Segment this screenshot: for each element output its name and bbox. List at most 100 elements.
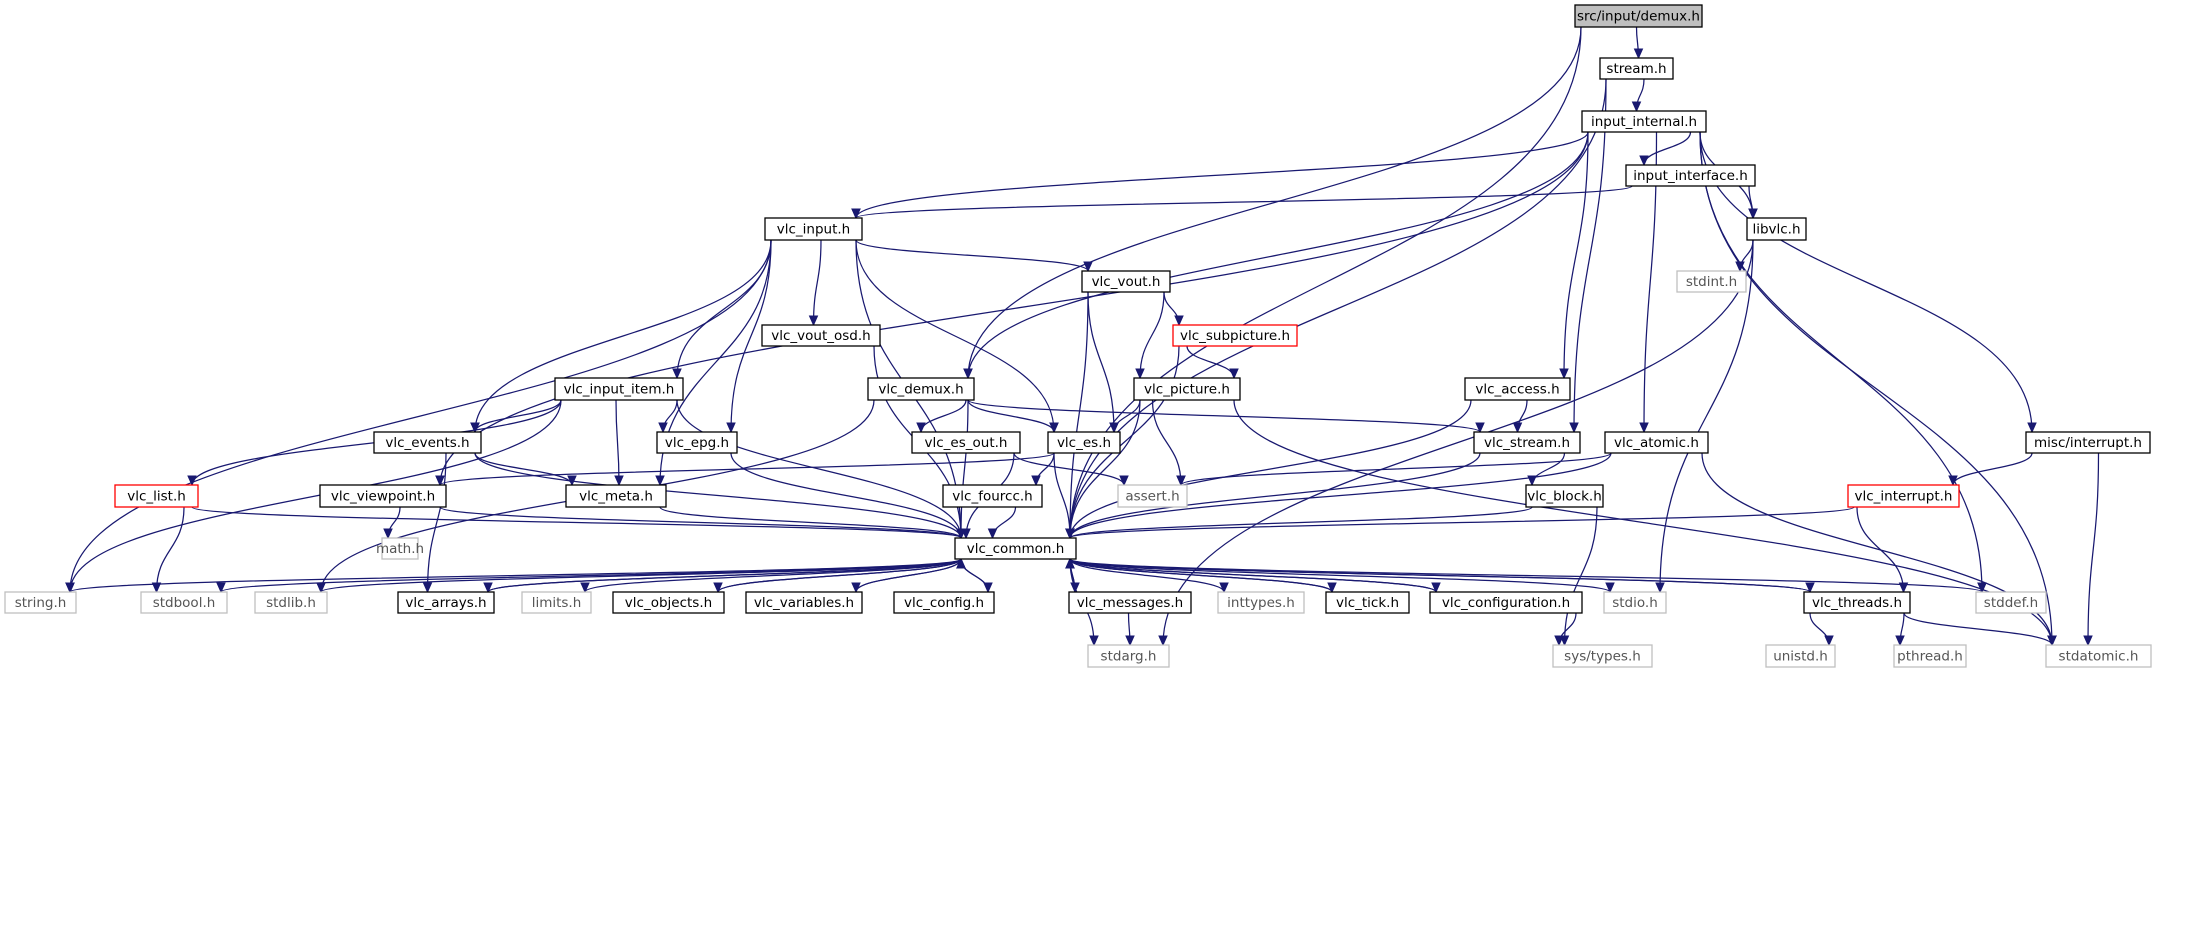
node-vlc-variables[interactable]: vlc_variables.h: [745, 591, 863, 614]
node-vlc-common[interactable]: vlc_common.h: [954, 537, 1077, 560]
edge-libvlc-to-stdio: [1659, 239, 1754, 593]
node-label: inttypes.h: [1227, 595, 1295, 611]
edge-vlc_vout-to-vlc_es: [1087, 291, 1115, 433]
node-label: stddef.h: [1984, 595, 2038, 611]
node-box: [140, 591, 228, 614]
node-box: [397, 591, 495, 614]
node-vlc-viewpoint[interactable]: vlc_viewpoint.h: [319, 484, 447, 508]
node-box: [1217, 591, 1305, 614]
node-box: [745, 591, 863, 614]
node-input-internal[interactable]: input_internal.h: [1581, 110, 1707, 133]
node-box: [4, 591, 77, 614]
node-misc-interrupt[interactable]: misc/interrupt.h: [2025, 431, 2151, 454]
edge-input_interface-to-vlc_input: [855, 185, 1633, 219]
arrowhead-vlc_atomic-to-assert: [1176, 475, 1186, 487]
edge-vlc_input_item-to-vlc_meta: [615, 399, 620, 486]
node-vlc-fourcc[interactable]: vlc_fourcc.h: [942, 484, 1043, 508]
node-vlc-demux[interactable]: vlc_demux.h: [867, 377, 975, 401]
node-label: stdint.h: [1686, 274, 1737, 290]
node-box: [1172, 324, 1298, 347]
node-box: [1464, 377, 1571, 401]
edge-vlc_events-to-vlc_arrays: [426, 452, 447, 593]
node-box: [764, 217, 863, 241]
node-box: [381, 537, 419, 560]
edge-vlc_threads-to-unistd: [1809, 612, 1830, 646]
edge-vlc_threads-to-stdatomic: [1903, 612, 2053, 646]
edge-vlc_picture-to-assert: [1151, 399, 1182, 486]
node-label: vlc_epg.h: [665, 435, 729, 451]
node-label: math.h: [376, 541, 424, 557]
node-vlc-interrupt[interactable]: vlc_interrupt.h: [1847, 484, 1960, 508]
node-vlc-threads[interactable]: vlc_threads.h: [1803, 591, 1911, 614]
edge-input_internal-to-vlc_demux: [967, 131, 1589, 379]
node-root[interactable]: src/input/demux.h: [1574, 4, 1703, 28]
node-libvlc[interactable]: libvlc.h: [1746, 217, 1807, 241]
edge-input_internal-to-misc_interrupt: [1699, 131, 2033, 433]
arrowhead-misc_interrupt-to-stdatomic: [2083, 635, 2093, 647]
arrowhead-vlc_common-to-limits: [580, 582, 590, 594]
node-vlc-tick[interactable]: vlc_tick.h: [1325, 591, 1410, 614]
node-box: [954, 537, 1077, 560]
node-vlc-arrays[interactable]: vlc_arrays.h: [397, 591, 495, 614]
edge-input_internal-to-input_interface: [1643, 131, 1692, 166]
node-box: [1599, 57, 1674, 80]
node-vlc-vout[interactable]: vlc_vout.h: [1081, 270, 1171, 293]
node-label: vlc_config.h: [904, 595, 984, 611]
node-vlc-es-out[interactable]: vlc_es_out.h: [911, 431, 1021, 454]
node-stdbool: stdbool.h: [140, 591, 228, 614]
node-vlc-events[interactable]: vlc_events.h: [373, 431, 482, 454]
node-box: [1676, 270, 1747, 293]
node-stream[interactable]: stream.h: [1599, 57, 1674, 80]
arrowhead-vlc_meta-to-vlc_common: [956, 528, 966, 540]
node-vlc-meta[interactable]: vlc_meta.h: [565, 484, 667, 508]
node-vlc-picture[interactable]: vlc_picture.h: [1133, 377, 1241, 401]
edge-vlc_common-to-string: [69, 558, 962, 593]
edge-vlc_events-to-vlc_common: [474, 452, 962, 539]
edge-vlc_common-to-stdbool: [220, 558, 962, 593]
edge-vlc_input_item-to-vlc_events: [474, 399, 562, 433]
node-vlc-input[interactable]: vlc_input.h: [764, 217, 863, 241]
node-label: vlc_picture.h: [1144, 382, 1230, 398]
edge-vlc_atomic-to-vlc_common: [1069, 452, 1612, 539]
node-vlc-config[interactable]: vlc_config.h: [893, 591, 995, 614]
edge-vlc_fourcc-to-vlc_common: [991, 506, 1017, 539]
node-input-interface[interactable]: input_interface.h: [1625, 164, 1756, 187]
edge-vlc_arrays-to-vlc_common: [487, 558, 962, 593]
node-limits: limits.h: [521, 591, 592, 614]
edge-misc_interrupt-to-stdatomic: [2087, 452, 2100, 646]
node-vlc-input-item[interactable]: vlc_input_item.h: [554, 377, 684, 401]
node-vlc-messages[interactable]: vlc_messages.h: [1068, 591, 1192, 614]
node-box: [911, 431, 1021, 454]
node-box: [1081, 270, 1171, 293]
node-vlc-access[interactable]: vlc_access.h: [1464, 377, 1571, 401]
node-box: [867, 377, 975, 401]
node-vlc-vout-osd[interactable]: vlc_vout_osd.h: [761, 324, 881, 347]
node-label: misc/interrupt.h: [2034, 435, 2142, 451]
node-vlc-epg[interactable]: vlc_epg.h: [656, 431, 738, 454]
edge-vlc_es-to-vlc_fourcc: [1035, 452, 1055, 486]
arrowhead-vlc_common-to-stddef: [1977, 582, 1987, 594]
edge-vlc_input_item-to-vlc_common: [676, 399, 962, 539]
edge-vlc_events-to-vlc_meta: [474, 452, 573, 486]
arrowhead-vlc_input-to-vlc_vout_osd: [808, 315, 819, 327]
node-vlc-subpicture[interactable]: vlc_subpicture.h: [1172, 324, 1298, 347]
node-vlc-stream[interactable]: vlc_stream.h: [1473, 431, 1581, 454]
edges-layer: [65, 26, 2100, 647]
arrowhead-libvlc-to-stdint: [1735, 261, 1745, 273]
node-box: [656, 431, 738, 454]
arrowhead-libvlc-to-stdarg: [1158, 635, 1168, 647]
node-vlc-configuration[interactable]: vlc_configuration.h: [1429, 591, 1583, 614]
arrowhead-stream-to-vlc_stream: [1569, 422, 1579, 434]
arrowhead-vlc_input_item-to-vlc_meta: [614, 475, 624, 487]
node-vlc-es[interactable]: vlc_es.h: [1047, 431, 1121, 454]
node-vlc-list[interactable]: vlc_list.h: [114, 484, 199, 508]
nodes-layer: src/input/demux.h stream.h input_internal.…: [4, 4, 2152, 668]
node-vlc-block[interactable]: vlc_block.h: [1525, 484, 1604, 508]
node-vlc-atomic[interactable]: vlc_atomic.h: [1604, 431, 1709, 454]
edge-vlc_common-to-inttypes: [1069, 558, 1225, 593]
node-box: [1746, 217, 1807, 241]
edge-vlc_interrupt-to-vlc_threads: [1856, 506, 1905, 593]
edge-vlc_list-to-vlc_common: [191, 506, 962, 539]
node-vlc-objects[interactable]: vlc_objects.h: [612, 591, 725, 614]
edge-vlc_es-to-vlc_common: [1053, 452, 1071, 539]
